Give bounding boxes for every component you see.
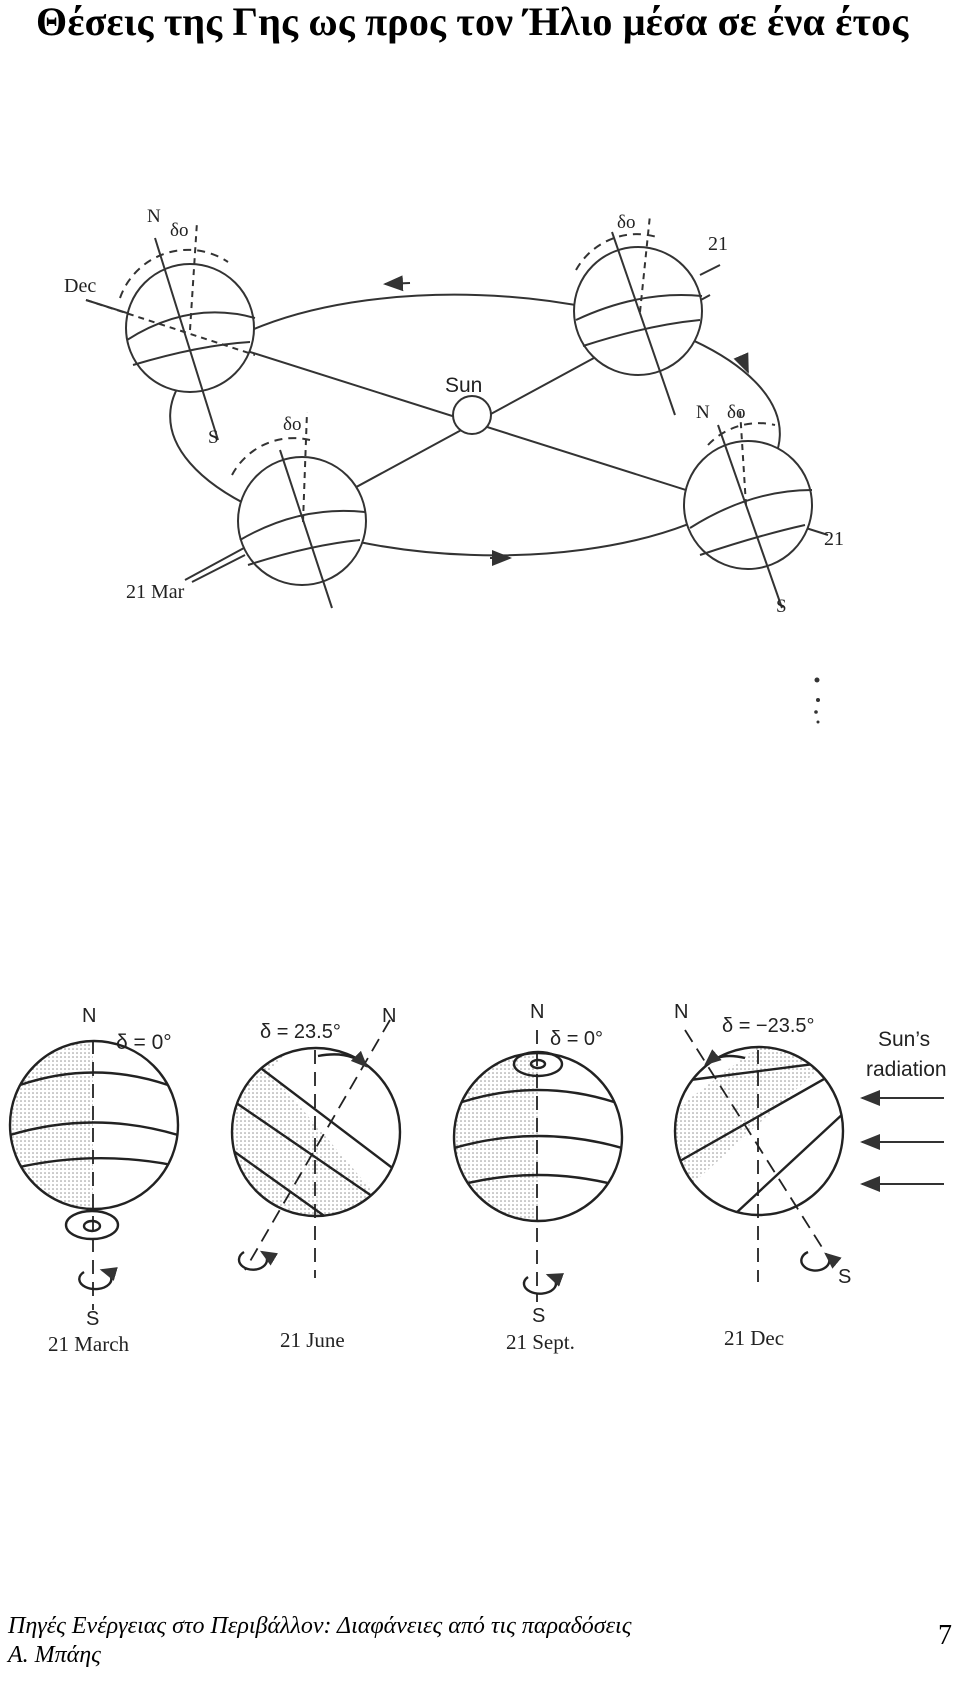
sun-circle	[452, 395, 492, 435]
mar-angle-label: δo	[283, 414, 301, 435]
march-date-label: 21 March	[48, 1332, 130, 1356]
dec-south-label: S	[208, 427, 219, 448]
earth-sept-position	[683, 409, 813, 609]
dec-angle-label: δo	[170, 220, 188, 241]
stray-marks	[814, 677, 820, 724]
march-south-label: S	[86, 1308, 99, 1330]
globe-june	[230, 1019, 402, 1278]
earth-dec-position	[85, 221, 256, 441]
sept-delta-label: δ = 0°	[550, 1028, 603, 1050]
footer-line2: Α. Μπάης	[8, 1642, 101, 1668]
march-north-label: N	[82, 1005, 96, 1027]
sept-date-label: 21 Sept.	[506, 1330, 575, 1354]
page-title: Θέσεις της Γης ως προς τον Ήλιο μέσα σε …	[36, 0, 909, 44]
sept-north-label-globe: N	[530, 1001, 544, 1023]
dec-north-label-globe: N	[674, 1001, 688, 1023]
dec-date-label: 21 Dec	[724, 1326, 784, 1350]
globe-march	[8, 1039, 180, 1310]
page-number: 7	[938, 1620, 952, 1651]
sept-north-label: N	[696, 402, 710, 423]
dec-delta-label: δ = −23.5°	[722, 1015, 815, 1037]
sept-south-label-globe: S	[532, 1305, 545, 1327]
march-delta-label: δ = 0°	[116, 1031, 172, 1054]
dec-month-label: Dec	[64, 275, 96, 297]
radiation-label-line1: Sun’s	[878, 1028, 930, 1051]
orbit-ellipse	[169, 293, 781, 557]
sept-angle-label: δo	[727, 402, 745, 423]
june-angle-label: δo	[617, 212, 635, 233]
mar-date-label: 21 Mar	[126, 581, 185, 603]
june-date-label: 21 June	[280, 1328, 345, 1352]
june-delta-label: δ = 23.5°	[260, 1021, 341, 1043]
radiation-arrows	[860, 1090, 944, 1192]
dec-south-label-globe: S	[838, 1266, 851, 1288]
footer-line1: Πηγές Ενέργειας στο Περιβάλλον: Διαφάνει…	[8, 1613, 632, 1639]
radiation-label-line2: radiation	[866, 1058, 947, 1081]
sept-day-label: 21	[824, 528, 844, 550]
earth-june-position	[573, 214, 721, 416]
footer: Πηγές Ενέργειας στο Περιβάλλον: Διαφάνει…	[8, 1612, 631, 1670]
sun-label: Sun	[445, 374, 482, 397]
sept-south-label: S	[776, 596, 787, 617]
globe-sept	[452, 1030, 624, 1302]
globe-dec	[673, 1029, 867, 1282]
june-day-label: 21	[708, 233, 728, 255]
dec-north-label: N	[147, 206, 161, 227]
june-north-label: N	[382, 1005, 396, 1027]
earth-mar-position	[191, 411, 367, 609]
